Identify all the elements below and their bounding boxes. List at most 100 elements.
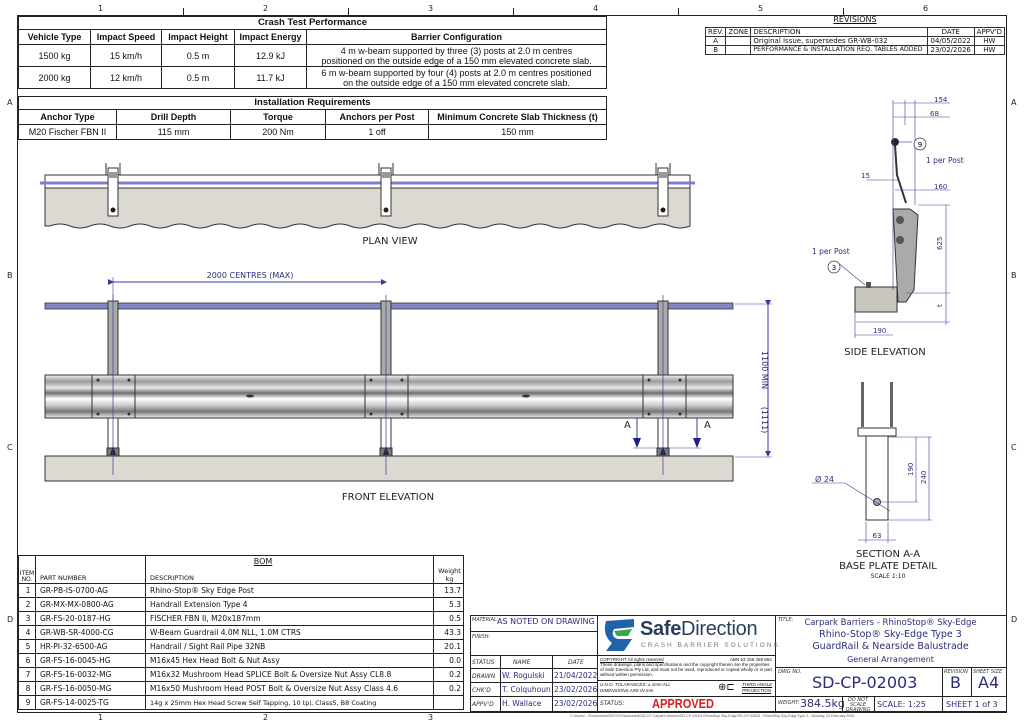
- table-row: 1500 kg 15 km/h 0.5 m 12.9 kJ 4 m w-beam…: [18, 44, 607, 67]
- role-checked: CHK'D: [472, 687, 491, 694]
- dim-190: 190: [873, 327, 886, 335]
- bom-header-item: ITEM NO.: [18, 555, 36, 584]
- revision-row: B PERFORMANCE & INSTALLATION REQ. TABLES…: [704, 45, 1006, 55]
- title-label: TITLE:: [778, 617, 794, 623]
- side-elevation: 154 68 15 160 625 t 190 9 1 per Post 3 1…: [812, 96, 964, 358]
- scale: SCALE: 1:25: [877, 700, 926, 709]
- sheet-size-label: SHEET SIZE: [973, 669, 1003, 675]
- zone-col-3-bottom: 3: [428, 713, 434, 722]
- zone-row-a: A: [7, 98, 13, 107]
- bom-header-desc: DESCRIPTION: [145, 555, 434, 584]
- section-title: SECTION A-A: [856, 549, 920, 560]
- checked-date: 23/02/2026: [554, 685, 598, 694]
- callout-balloon-9: [913, 137, 927, 151]
- zone-row-d: D: [7, 615, 14, 624]
- front-elevation: 2000 CENTRES (MAX) 1100 MIN (1111) A A F…: [44, 271, 772, 503]
- dwg-no-label: DWG NO.: [778, 669, 802, 675]
- dim-240: 240: [920, 471, 928, 484]
- cell: B: [704, 45, 727, 55]
- centres-dimension: 2000 CENTRES (MAX): [207, 271, 294, 280]
- file-path: C:\Users\...\Documents\SDSYDS\Assembly\S…: [570, 714, 855, 718]
- crash-test-table: Crash Test Performance Vehicle Type Impa…: [18, 16, 607, 89]
- plan-view-label: PLAN VIEW: [362, 236, 417, 247]
- revision-value: B: [950, 673, 961, 692]
- cell: 11.7 kJ: [234, 66, 307, 89]
- zone-col-1-bottom: 1: [98, 713, 104, 722]
- zone-row-c: C: [7, 443, 13, 452]
- safe-direction-logo-icon: [604, 619, 634, 651]
- cell: PERFORMANCE & INSTALLATION REQ. TABLES A…: [750, 45, 928, 55]
- front-elevation-label: FRONT ELEVATION: [342, 492, 434, 503]
- logo-area: [597, 615, 776, 712]
- material-label: MATERIAL:: [472, 617, 499, 623]
- company-name-light: Direction: [681, 618, 758, 640]
- plan-post: [655, 163, 671, 217]
- zone-col-2: 2: [263, 4, 269, 13]
- company-name-bold: Safe: [640, 618, 682, 640]
- zone-row-c-right: C: [1011, 443, 1017, 452]
- zone-row-b: B: [7, 271, 13, 280]
- plan-view: PLAN VIEW: [40, 163, 695, 247]
- dwg-no: SD-CP-02003: [812, 673, 918, 692]
- drawing-border: [17, 15, 1007, 713]
- table-row: M20 Fischer FBN II 115 mm 200 Nm 1 off 1…: [18, 124, 607, 140]
- sheet-size-value: A4: [978, 673, 1000, 692]
- svg-text:A: A: [624, 420, 631, 431]
- title-line-2: Rhino-Stop® Sky-Edge Type 3: [819, 629, 962, 640]
- bom-header-weight: Weight kg: [433, 555, 464, 584]
- zone-row-b-right: B: [1011, 271, 1017, 280]
- bom-title: BOM: [253, 557, 273, 566]
- zone-col-3: 3: [428, 4, 434, 13]
- copyright-text: These drawings, plans and specifications…: [600, 662, 773, 677]
- revisions-title: REVISIONS: [833, 15, 877, 24]
- cell: 150 mm: [428, 124, 607, 140]
- callout-note-9: 1 per Post: [926, 156, 964, 165]
- finish-label: FINISH:: [472, 634, 491, 640]
- approved-name: H. Wallace: [502, 699, 542, 708]
- date-header: DATE: [568, 659, 584, 666]
- splice-panel: [91, 374, 687, 419]
- cell: M20 Fischer FBN II: [18, 124, 117, 140]
- dim-68: 68: [930, 110, 939, 118]
- drawn-date: 21/04/2022: [554, 671, 598, 680]
- dim-63: 63: [873, 532, 882, 540]
- side-elevation-label: SIDE ELEVATION: [844, 347, 925, 358]
- section-a-a: Ø 24 190 240 63 SECTION A-A BASE PLATE D…: [812, 382, 937, 580]
- status-approved: APPROVED: [652, 696, 715, 711]
- drawn-name: W. Rogulski: [502, 671, 545, 680]
- weight-label: WEIGHT:: [778, 700, 800, 706]
- checked-name: T. Colquhoun: [502, 685, 551, 694]
- dim-160: 160: [934, 183, 947, 191]
- installation-table: Installation Requirements Anchor Type Dr…: [18, 96, 607, 140]
- zone-col-5: 5: [758, 4, 764, 13]
- dim-625: 625: [936, 237, 944, 250]
- zone-col-1: 1: [98, 4, 104, 13]
- status-header: STATUS: [472, 659, 495, 666]
- projection-symbol-icon: ⊕⊏: [718, 682, 735, 693]
- approved-date: 23/02/2026: [554, 699, 598, 708]
- cell: 115 mm: [116, 124, 231, 140]
- role-approved: APPV'D: [472, 701, 494, 708]
- cell: 0.5 m: [161, 66, 235, 89]
- zone-col-2-bottom: 2: [263, 713, 269, 722]
- svg-text:A: A: [704, 420, 711, 431]
- bom-header-part: PART NUMBER: [35, 555, 146, 584]
- title-line-4: General Arrangement: [847, 655, 934, 664]
- svg-text:3: 3: [832, 264, 836, 272]
- title-line-3: GuardRail & Nearside Balustrade: [812, 641, 969, 652]
- zone-col-4: 4: [593, 4, 599, 13]
- dim-154: 154: [934, 96, 948, 104]
- section-scale: SCALE 1:10: [871, 573, 906, 580]
- projection-label: THIRD ANGLE PROJECTION: [742, 682, 773, 693]
- abn: ABN 53 156 459 684: [730, 657, 772, 662]
- callout-balloon-3: [827, 260, 841, 274]
- section-subtitle: BASE PLATE DETAIL: [839, 561, 937, 572]
